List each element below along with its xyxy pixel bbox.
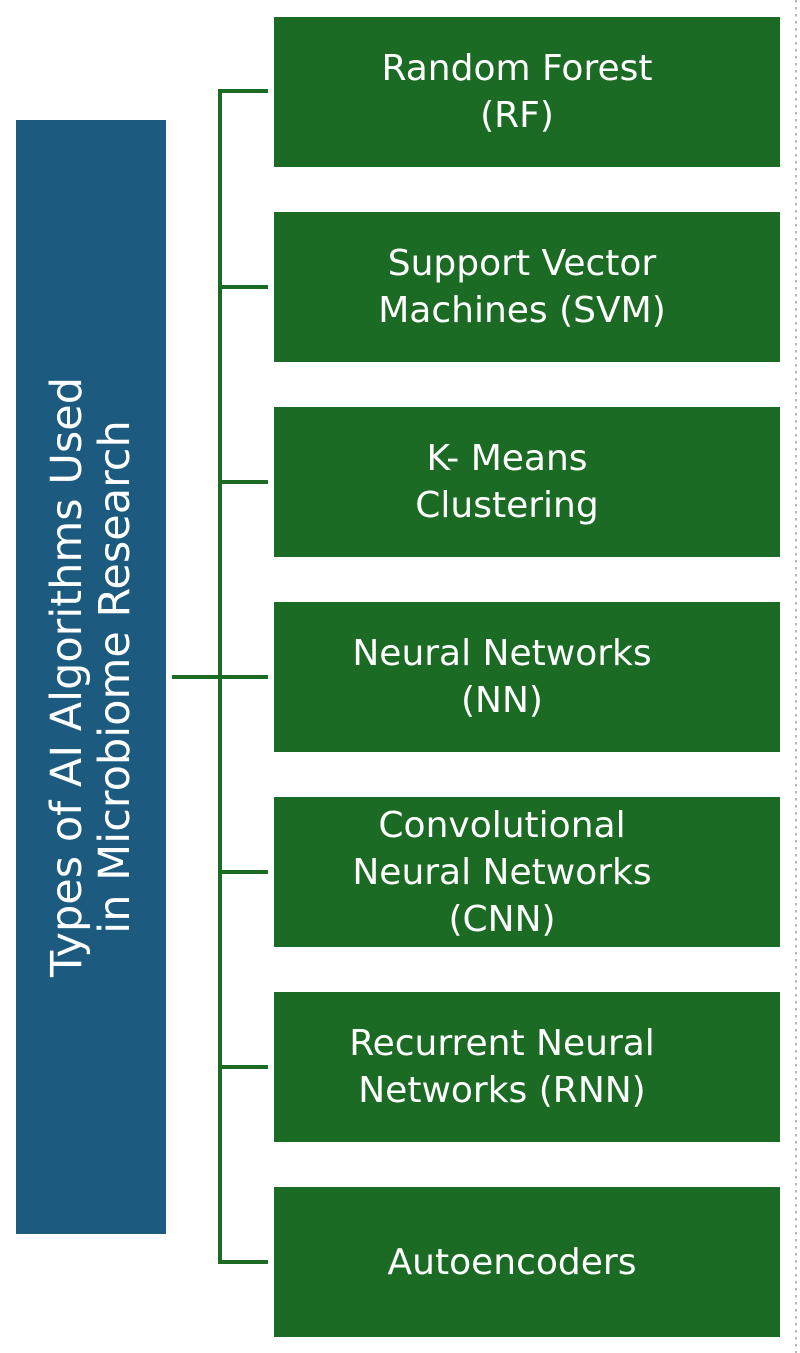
algo-box-svm: Support Vector Machines (SVM) <box>274 212 780 362</box>
algo-label-random-forest: Random Forest (RF) <box>381 48 653 136</box>
algo-label-cnn: Convolutional Neural Networks (CNN) <box>352 804 652 940</box>
algo-label-svm: Support Vector Machines (SVM) <box>378 243 666 331</box>
algo-label-neural-networks: Neural Networks (NN) <box>352 633 652 721</box>
algo-box-k-means: K- Means Clustering <box>274 407 780 557</box>
algo-label-autoencoders: Autoencoders <box>387 1241 637 1283</box>
algo-box-neural-networks: Neural Networks (NN) <box>274 602 780 752</box>
algo-box-random-forest: Random Forest (RF) <box>274 17 780 167</box>
algo-box-cnn: Convolutional Neural Networks (CNN) <box>274 797 780 947</box>
algo-box-autoencoders: Autoencoders <box>274 1187 780 1337</box>
dotted-edge-divider <box>795 0 797 1353</box>
algo-box-rnn: Recurrent Neural Networks (RNN) <box>274 992 780 1142</box>
algo-label-rnn: Recurrent Neural Networks (RNN) <box>349 1023 655 1111</box>
algo-label-k-means: K- Means Clustering <box>415 438 599 526</box>
main-topic-box <box>16 120 166 1234</box>
